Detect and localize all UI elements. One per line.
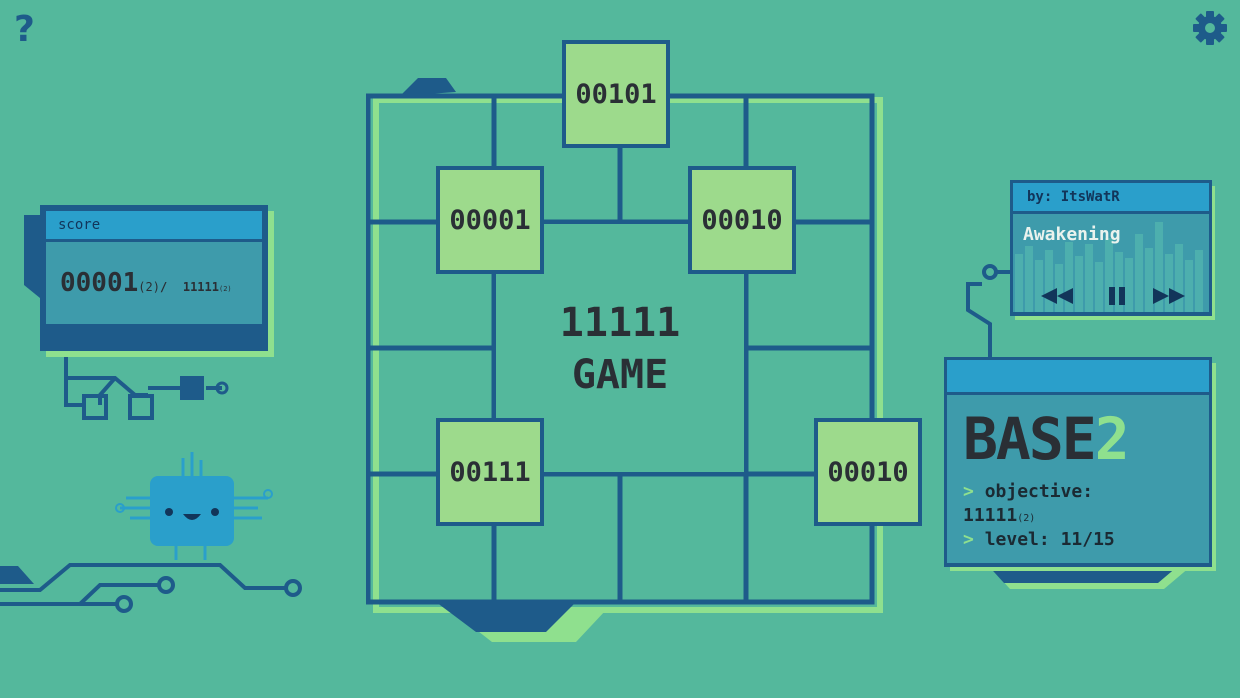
info-panel: BASE2 > objective: 11111(2) > level: 11/… [944,357,1216,589]
base-label: BASE2 [963,405,1130,473]
music-author: by: ItsWatR [1013,183,1209,211]
objective-value: 11111(2) [963,505,1036,526]
fast-forward-button[interactable] [1151,284,1187,308]
help-button[interactable]: ? [14,9,35,50]
fast-forward-icon [1153,288,1185,304]
game-title-line2: GAME [571,352,669,398]
score-value: 00001(2)/ 11111(2) [60,268,232,298]
settings-button[interactable] [1192,10,1228,46]
chip-mascot-icon [115,452,273,560]
tile[interactable]: 00010 [814,418,922,526]
tile[interactable]: 00010 [688,166,796,274]
pause-icon [1109,287,1125,305]
tile[interactable]: 00111 [436,418,544,526]
music-player: by: ItsWatR Awakening [1010,180,1216,320]
info-title-bar [947,360,1209,392]
level-indicator: > level: 11/15 [963,529,1115,550]
pause-button[interactable] [1099,284,1135,308]
objective-label: > objective: [963,481,1094,502]
rewind-icon [1041,288,1073,304]
tile[interactable]: 00001 [436,166,544,274]
game-title-line1: 11111 [559,300,681,346]
gear-icon [1193,11,1227,45]
circuit-decoration-left [0,215,302,613]
equalizer-graphic [1015,222,1203,312]
connector-decoration [966,264,1010,360]
rewind-button[interactable] [1039,284,1075,308]
score-title: score [46,211,262,239]
score-panel: score 00001(2)/ 11111(2) [40,205,274,357]
track-title: Awakening [1023,224,1121,245]
tile[interactable]: 00101 [562,40,670,148]
game-board: 11111 GAME 00101 00001 00010 00111 00010 [366,38,922,642]
